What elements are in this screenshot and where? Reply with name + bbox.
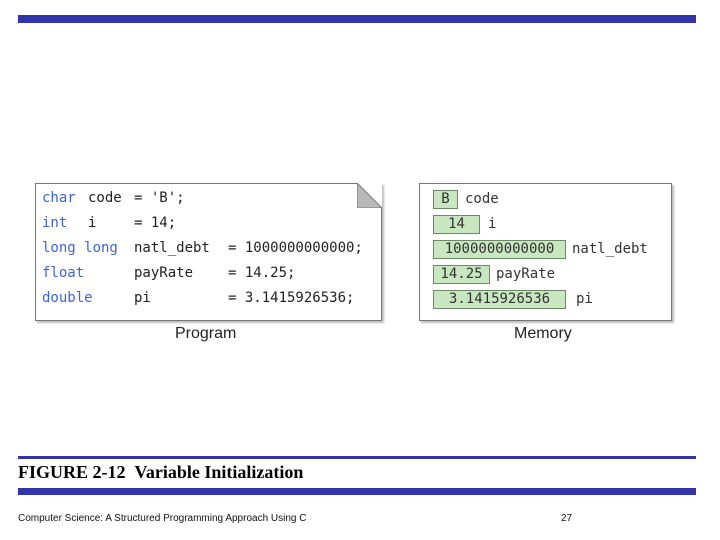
variable-name: pi [134,290,151,306]
memory-caption: Memory [514,325,572,342]
caption-divider-bar [18,456,696,459]
variable-name: natl_debt [134,240,210,256]
figure-caption-text: Variable Initialization [134,462,304,482]
variable-name: i [88,215,97,231]
initializer: = 1000000000000; [228,240,363,256]
variable-name: payRate [134,265,194,281]
figure-title: FIGURE 2-12 Variable Initialization [18,462,303,483]
footer-divider-bar [18,488,696,495]
code-line-int: int i = 14; [42,212,176,234]
initializer: = 'B'; [134,190,185,206]
memory-cell-pi: 3.1415926536 [433,290,566,309]
page-number: 27 [561,513,573,524]
code-line-char: char code = 'B'; [42,187,185,209]
initializer: = 14.25; [228,265,296,281]
memory-label-code: code [465,191,499,207]
type-keyword: long long [42,240,118,256]
type-keyword: double [42,290,93,306]
type-keyword: float [42,265,85,281]
top-divider-bar [18,15,696,23]
memory-label-i: i [488,216,497,232]
program-panel: char code = 'B'; int i = 14; long long n… [35,183,382,321]
program-caption: Program [175,325,237,342]
memory-cell-payrate: 14.25 [433,265,490,284]
code-line-float: float payRate = 14.25; [42,262,295,284]
variable-name: code [88,190,122,206]
memory-label-payrate: payRate [496,266,556,282]
initializer: = 14; [134,215,177,231]
memory-panel: B code 14 i 1000000000000 natl_debt 14.2… [419,183,672,321]
memory-label-pi: pi [576,291,593,307]
code-line-double: double pi = 3.1415926536; [42,287,354,309]
code-line-long-long: long long natl_debt = 1000000000000; [42,237,363,259]
figure-number: FIGURE 2-12 [18,462,126,482]
memory-cell-natl-debt: 1000000000000 [433,240,566,259]
footer-book-title: Computer Science: A Structured Programmi… [18,513,307,524]
initializer: = 3.1415926536; [228,290,355,306]
type-keyword: char [42,190,76,206]
memory-cell-code: B [433,190,458,209]
folded-corner-icon [357,183,382,208]
memory-cell-i: 14 [433,215,480,234]
memory-label-natl-debt: natl_debt [572,241,648,257]
type-keyword: int [42,215,68,231]
